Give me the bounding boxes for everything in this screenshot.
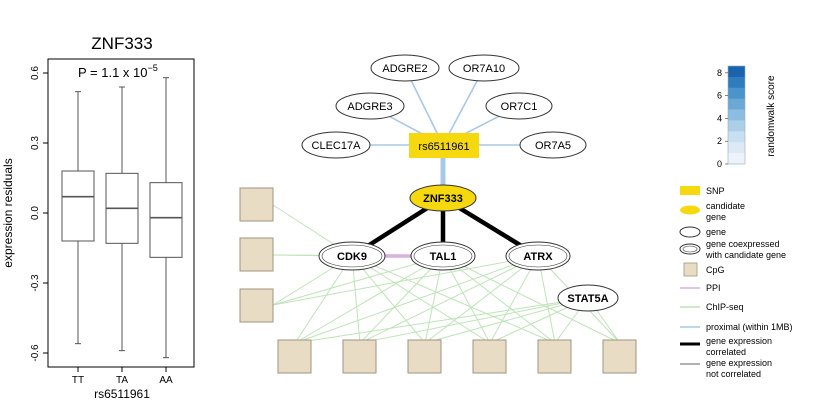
cpg-node[interactable] [239,288,274,323]
colorbar-tick-label: 4 [717,113,722,123]
gene-label: OR7A10 [463,63,505,75]
gene-node-clec17a[interactable]: CLEC17A [301,131,371,159]
cpg-node[interactable] [472,339,507,374]
gene-node-cdk9[interactable]: CDK9 [318,241,386,271]
gene-label: STAT5A [567,293,608,305]
cpg-node[interactable] [602,339,637,374]
legend-label-chipseq: ChIP-seq [706,302,744,312]
colorbar-frame [727,65,746,165]
y-tick-label: 0.3 [30,136,41,150]
box-aa [149,77,183,359]
cpg-nodes [239,187,637,374]
box-ta [105,86,139,352]
colorbar-cell [728,87,745,99]
legend-label-cpg: CpG [706,265,725,275]
boxplot-title: ZNF333 [91,34,152,53]
colorbar-cell [728,153,745,165]
colorbar-cell [728,109,745,121]
legend-swatch-snp [680,186,700,195]
legend-label-proximal: proximal (within 1MB) [706,322,793,332]
boxplot-boxes [61,77,183,359]
gene-node-or7a10[interactable]: OR7A10 [448,54,520,82]
y-tick-label: -0.6 [30,344,41,362]
legend-swatch-candidate [680,205,700,215]
snp-node[interactable]: rs6511961 [409,133,479,158]
colorbar-tick-label: 0 [717,159,722,169]
colorbar-tick-label: 2 [717,136,722,146]
y-tick-label: 0.6 [30,66,41,80]
gene-node-tal1[interactable]: TAL1 [410,241,476,271]
pvalue-exponent: −5 [148,63,158,73]
pvalue-label: P = 1.1 x 10−5 [78,63,158,80]
colorbar-ticks: 8 6 4 2 0 [717,68,728,169]
cpg-node[interactable] [537,339,572,374]
pvalue-prefix: P = 1.1 x 10 [78,65,148,80]
gene-node-adgre3[interactable]: ADGRE3 [335,92,405,120]
x-tick-label: TA [116,375,128,386]
colorbar-tick-label: 8 [717,68,722,78]
box-iqr [61,170,95,242]
y-tick-label: -0.3 [30,274,41,292]
cpg-node[interactable] [342,339,377,374]
boxplot-panel: ZNF333 P = 1.1 x 10−5 0.60.30.0-0.3-0.6 … [1,34,195,401]
gene-label: CLEC17A [312,140,362,152]
boxplot-x-axis: TT TA AA [72,367,173,386]
gene-node-or7a5[interactable]: OR7A5 [519,131,587,159]
snp-label: rs6511961 [418,141,469,153]
colorbar-cell [728,142,745,154]
network-panel: ADGRE2 OR7A10 ADGRE3 OR7C1 CLEC17A OR7A5… [239,54,637,374]
gene-label: TAL1 [430,251,457,263]
gene-node-stat5a[interactable]: STAT5A [557,284,619,312]
colorbar-tick-label: 6 [717,91,722,101]
x-tick-label: AA [159,375,173,386]
chipseq-edges [272,204,621,344]
colorbar-cell [728,120,745,132]
box-iqr [149,182,183,258]
x-tick-label: TT [72,375,84,386]
gene-label: OR7A5 [535,140,571,152]
cpg-node[interactable] [277,339,312,374]
cpg-node[interactable] [239,187,274,222]
gene-label: ATRX [523,251,553,263]
colorbar-cell [728,66,745,78]
legend-swatch-gene [679,226,701,238]
gene-node-atrx[interactable]: ATRX [505,241,571,271]
candidate-gene-node[interactable]: ZNF333 [409,184,477,212]
gene-node-adgre2[interactable]: ADGRE2 [370,54,440,82]
boxplot-y-axis: 0.6 0.3 0.0 -0.3 -0.6 [30,66,48,362]
colorbar-label: randomwalk score [766,75,777,157]
box-tt [61,91,95,345]
gene-label: ADGRE2 [382,63,427,75]
boxplot-x-axis-label: rs6511961 [94,387,150,401]
legend-swatch-gene-coexpressed-inner [682,245,698,253]
boxplot-y-axis-label: expression residuals [1,158,15,267]
colorbar-cell [728,76,745,89]
cpg-node[interactable] [239,237,274,272]
cpg-node[interactable] [407,339,442,374]
gene-label: ADGRE3 [347,101,392,113]
legend-label-ppi: PPI [706,283,721,293]
y-tick-label: 0.0 [30,206,41,220]
gene-label: OR7C1 [501,101,538,113]
colorbar-cell [728,131,745,143]
legend-label-gene: gene [706,227,726,237]
colorbar-cell [728,98,745,110]
candidate-gene-label: ZNF333 [423,193,463,205]
colorbar-cells [728,66,745,165]
legend-label-snp: SNP [706,186,725,196]
legend-swatch-cpg [683,262,698,277]
gene-label: CDK9 [337,251,367,263]
colorbar: 8 6 4 2 0 randomwalk score [717,65,777,169]
gene-node-or7c1[interactable]: OR7C1 [485,92,553,120]
